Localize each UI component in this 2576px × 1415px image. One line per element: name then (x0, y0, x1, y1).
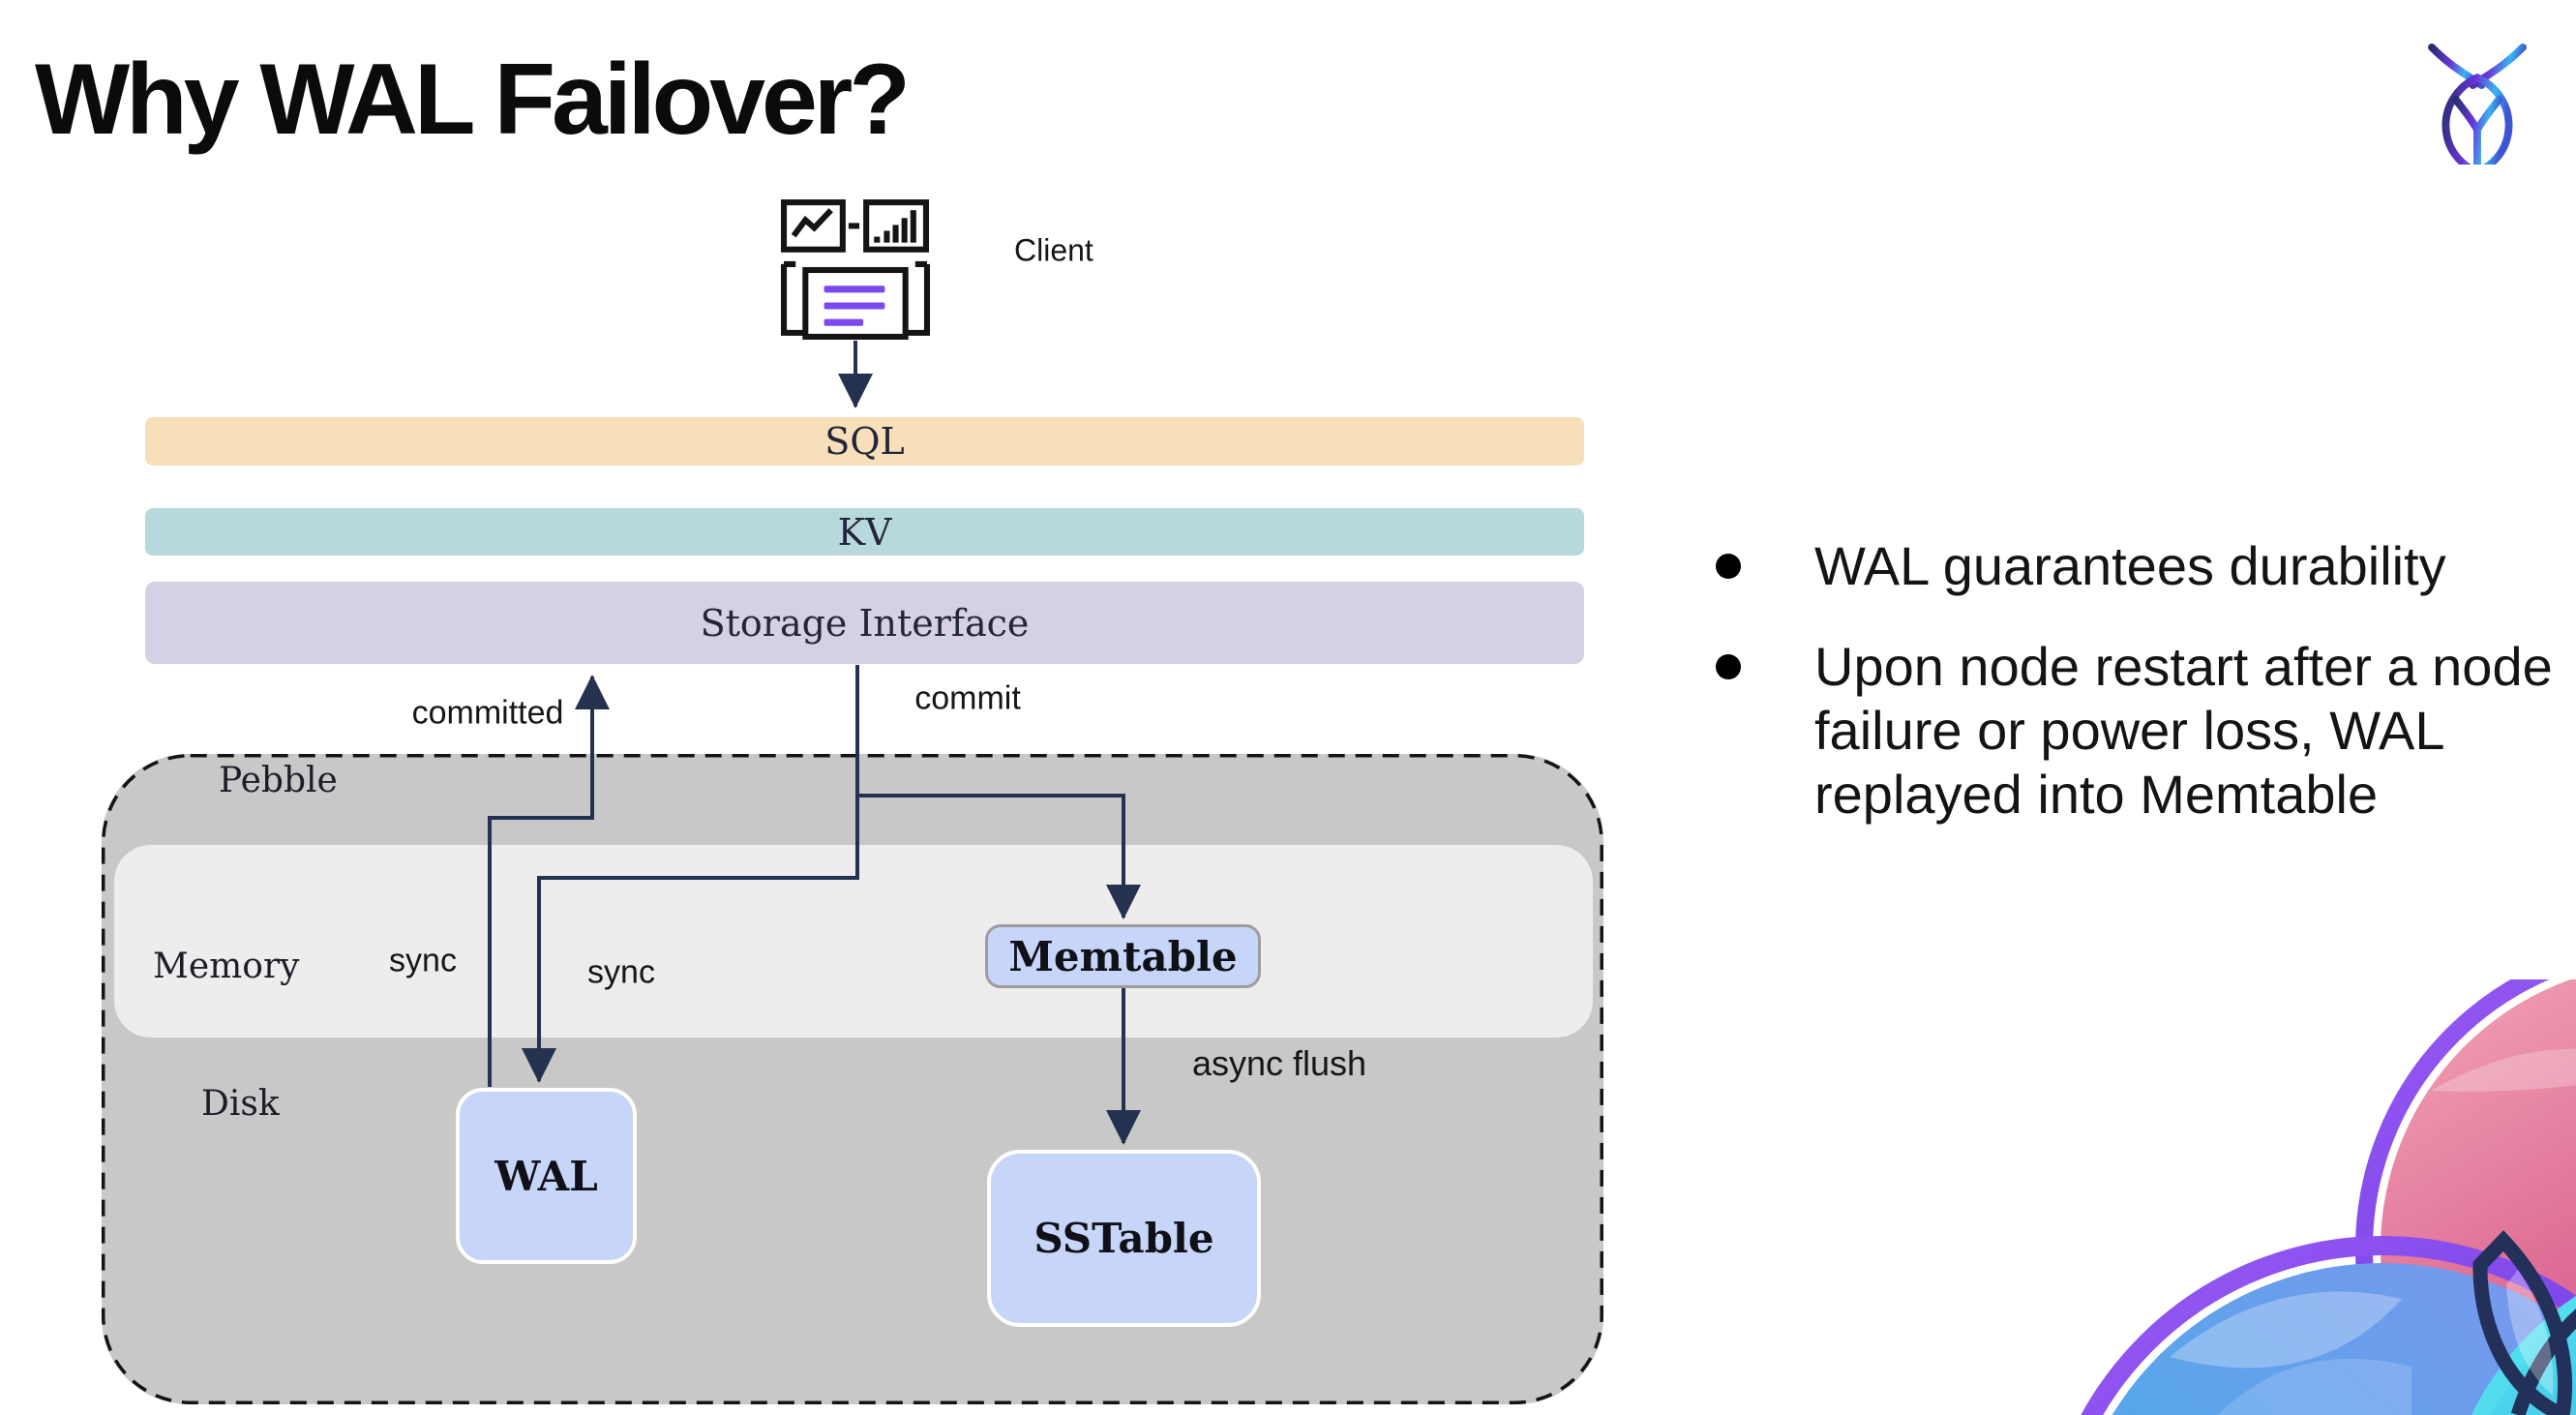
memory-band (114, 845, 1593, 1038)
layer-sql: SQL (145, 417, 1584, 466)
disk-label: Disk (201, 1084, 280, 1124)
bracket-icon (780, 260, 931, 336)
memtable-label: Memtable (1008, 932, 1238, 980)
bullet-list: WAL guarantees durability Upon node rest… (1716, 534, 2560, 863)
edge-label-async-flush: async flush (1191, 1043, 1367, 1083)
bullet-dot (1716, 654, 1741, 679)
edge-label-committed: committed (411, 694, 564, 732)
bullet-dot (1716, 554, 1741, 579)
layer-storage-interface-label: Storage Interface (700, 601, 1030, 645)
layer-kv-label: KV (837, 510, 892, 554)
pebble-label: Pebble (219, 761, 338, 800)
logo-body (2441, 73, 2513, 165)
logo-stem (2451, 95, 2503, 165)
memory-label: Memory (153, 947, 300, 986)
line-chart-icon (780, 199, 846, 253)
bullet-text-2: Upon node restart after a node failure o… (1814, 636, 2553, 825)
layer-storage-interface: Storage Interface (145, 582, 1584, 664)
client-label: Client (1014, 232, 1093, 268)
edge-label-commit: commit (914, 679, 1021, 717)
client-icon (780, 199, 931, 340)
layer-kv: KV (145, 508, 1584, 556)
sstable-label: SSTable (1033, 1215, 1214, 1262)
edge-label-sync-right: sync (587, 953, 655, 991)
wal-box: WAL (456, 1088, 637, 1264)
dash-glyph (848, 223, 860, 229)
corner-flourish-graphic (2081, 979, 2576, 1415)
wal-label: WAL (494, 1152, 598, 1200)
bar-chart-icon (863, 199, 930, 253)
sstable-box: SSTable (987, 1150, 1261, 1327)
bullet-item: WAL guarantees durability (1716, 534, 2560, 598)
bullet-item: Upon node restart after a node failure o… (1716, 635, 2560, 827)
cockroachdb-logo (2428, 43, 2527, 165)
slide-title: Why WAL Failover? (35, 44, 911, 156)
edge-label-sync-left: sync (389, 942, 457, 979)
layer-sql-label: SQL (824, 420, 905, 463)
bullet-text-1: WAL guarantees durability (1814, 535, 2446, 596)
memtable-box: Memtable (985, 924, 1261, 988)
logo-antenna-right (2469, 43, 2527, 90)
document-icon (802, 266, 909, 340)
